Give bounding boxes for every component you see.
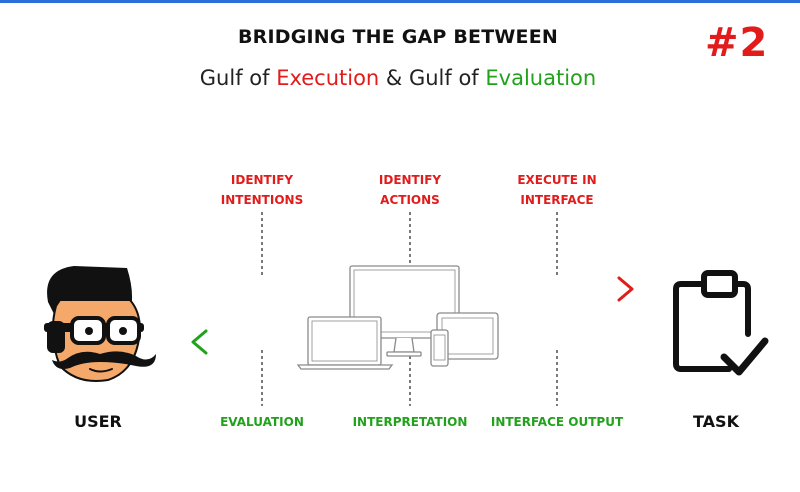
user-label: USER (74, 412, 122, 431)
user-avatar-icon (44, 266, 156, 382)
task-label: TASK (693, 412, 739, 431)
subtitle-text-2: & Gulf of (379, 66, 486, 90)
execution-arrow (200, 276, 634, 302)
subtitle-text-1: Gulf of (199, 66, 277, 90)
step-interpretation: INTERPRETATION (352, 415, 468, 429)
step-label-line1: IDENTIFY (378, 173, 442, 187)
slide-number-badge: #2 (705, 20, 769, 66)
step-interface-output: INTERFACE OUTPUT (490, 415, 624, 429)
page-subtitle: Gulf of Execution & Gulf of Evaluation (0, 66, 796, 90)
step-label-line2: ACTIONS (380, 193, 440, 207)
step-execute-in-interface: EXECUTE IN INTERFACE (487, 170, 627, 210)
phone-icon (430, 329, 449, 367)
step-label-line1: EXECUTE IN (517, 173, 597, 187)
page-title: BRIDGING THE GAP BETWEEN (237, 26, 559, 48)
step-label-line1: IDENTIFY (230, 173, 294, 187)
step-label-line2: INTERFACE (520, 193, 594, 207)
step-identify-intentions: IDENTIFY INTENTIONS (192, 170, 332, 210)
top-accent-bar (0, 0, 800, 3)
step-evaluation: EVALUATION (220, 415, 304, 429)
subtitle-execution: Execution (276, 66, 380, 90)
step-label-line2: INTENTIONS (220, 193, 304, 207)
clipboard-check-icon (673, 270, 769, 376)
devices-icon (296, 265, 499, 370)
subtitle-evaluation: Evaluation (485, 66, 597, 90)
evaluation-arrow (191, 329, 625, 355)
step-identify-actions: IDENTIFY ACTIONS (340, 170, 480, 210)
